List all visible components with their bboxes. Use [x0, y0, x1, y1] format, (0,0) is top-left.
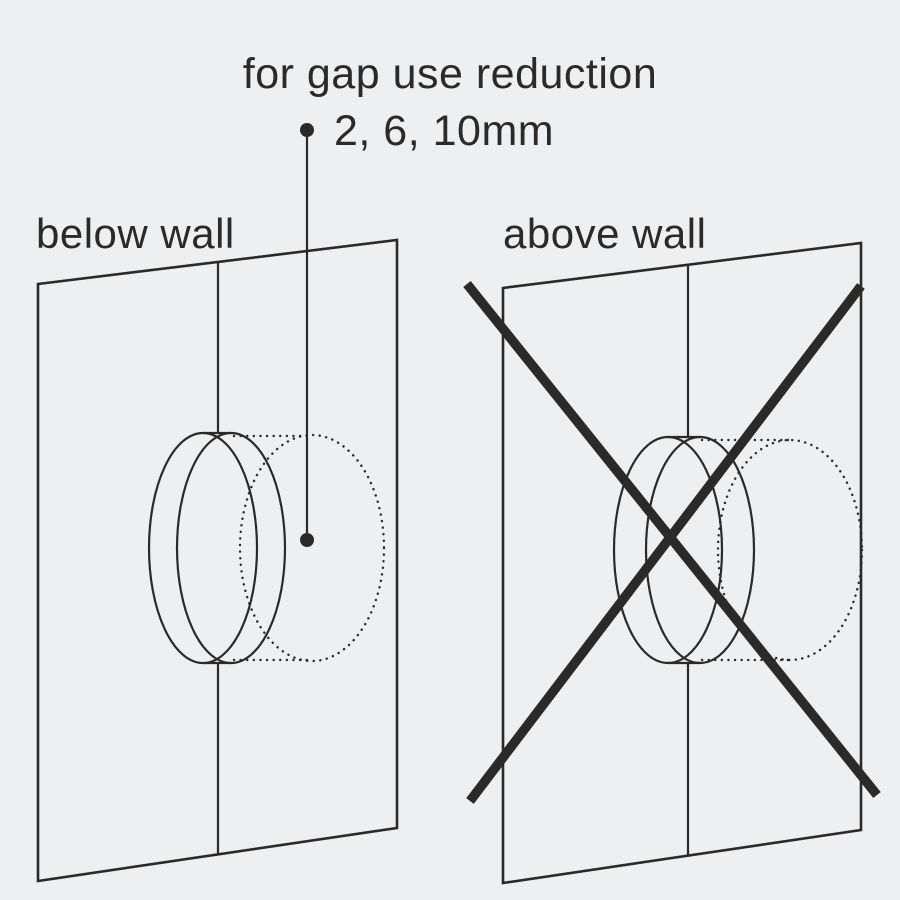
annotation-sizes: 2, 6, 10mm [334, 107, 555, 155]
diagram-below-wall [36, 238, 399, 883]
knob-front-ellipse-left [147, 431, 259, 665]
wall-panel-right [501, 241, 863, 885]
diagram-above-wall [463, 241, 881, 885]
recessed-dotted-ellipse-right [716, 438, 864, 662]
annotation-title: for gap use reduction [242, 50, 658, 98]
leader-dot-icon [300, 123, 314, 137]
leader-end-dot-icon [300, 533, 314, 547]
recessed-dotted-ellipse-left [238, 433, 386, 663]
prohibition-cross-icon [466, 283, 865, 804]
knob-front-ellipse-right [612, 435, 724, 665]
label-below-wall: below wall [36, 210, 235, 257]
label-above-wall: above wall [503, 210, 707, 257]
wall-panel-left [36, 238, 399, 883]
knob-back-ellipse-left [175, 431, 287, 665]
